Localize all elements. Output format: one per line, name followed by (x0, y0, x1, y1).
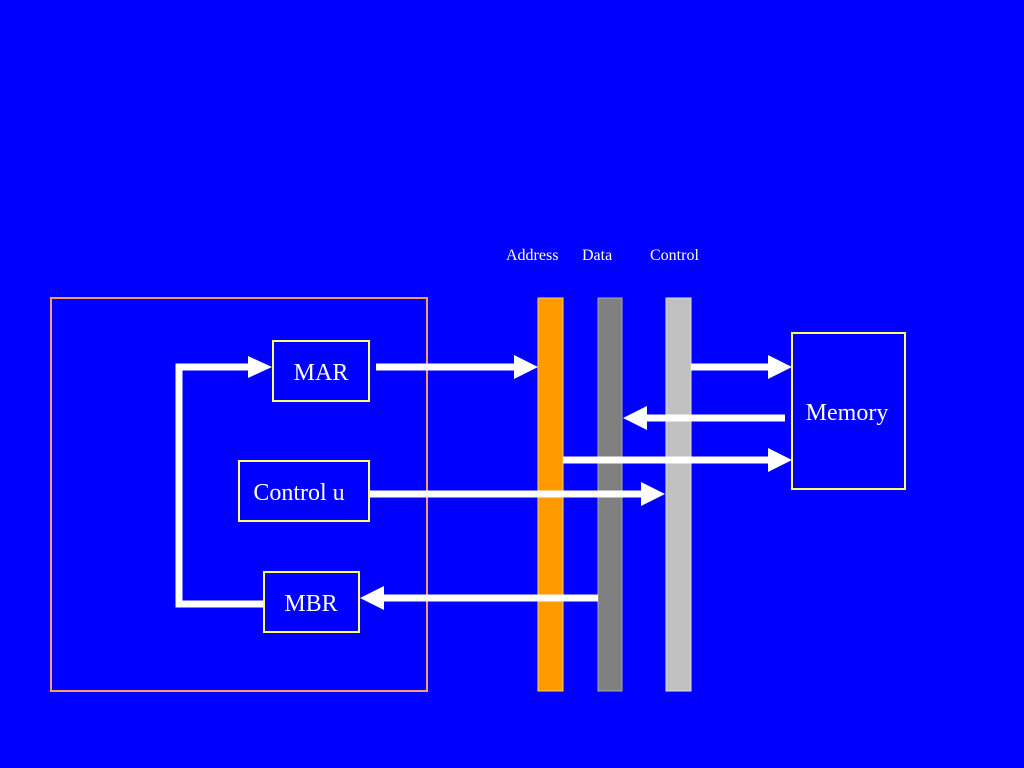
memory-label: Memory (806, 400, 889, 426)
data-bus-label: Data (582, 247, 612, 264)
data-to-mbr-arrowhead (360, 586, 384, 610)
address-to-memory-arrowhead (768, 448, 792, 472)
control-unit-label: Control u (253, 480, 344, 506)
address-bus-label: Address (506, 247, 558, 264)
control-to-memory-arrowhead (768, 355, 792, 379)
memory-box (791, 332, 906, 490)
mbr-to-mar-arrowhead (248, 356, 272, 378)
control-unit-box (238, 460, 370, 522)
mar-box (272, 340, 370, 402)
control-bus (665, 297, 692, 692)
mar-label: MAR (294, 360, 349, 386)
control-bus-label: Control (650, 247, 699, 264)
mbr-label: MBR (284, 591, 337, 617)
memory-to-data-arrowhead (623, 406, 647, 430)
mbr-to-mar-connector (175, 363, 266, 608)
mar-to-address-arrowhead (514, 355, 538, 379)
control-unit-to-control-bus-arrowhead (641, 482, 665, 506)
mbr-box (263, 571, 360, 633)
